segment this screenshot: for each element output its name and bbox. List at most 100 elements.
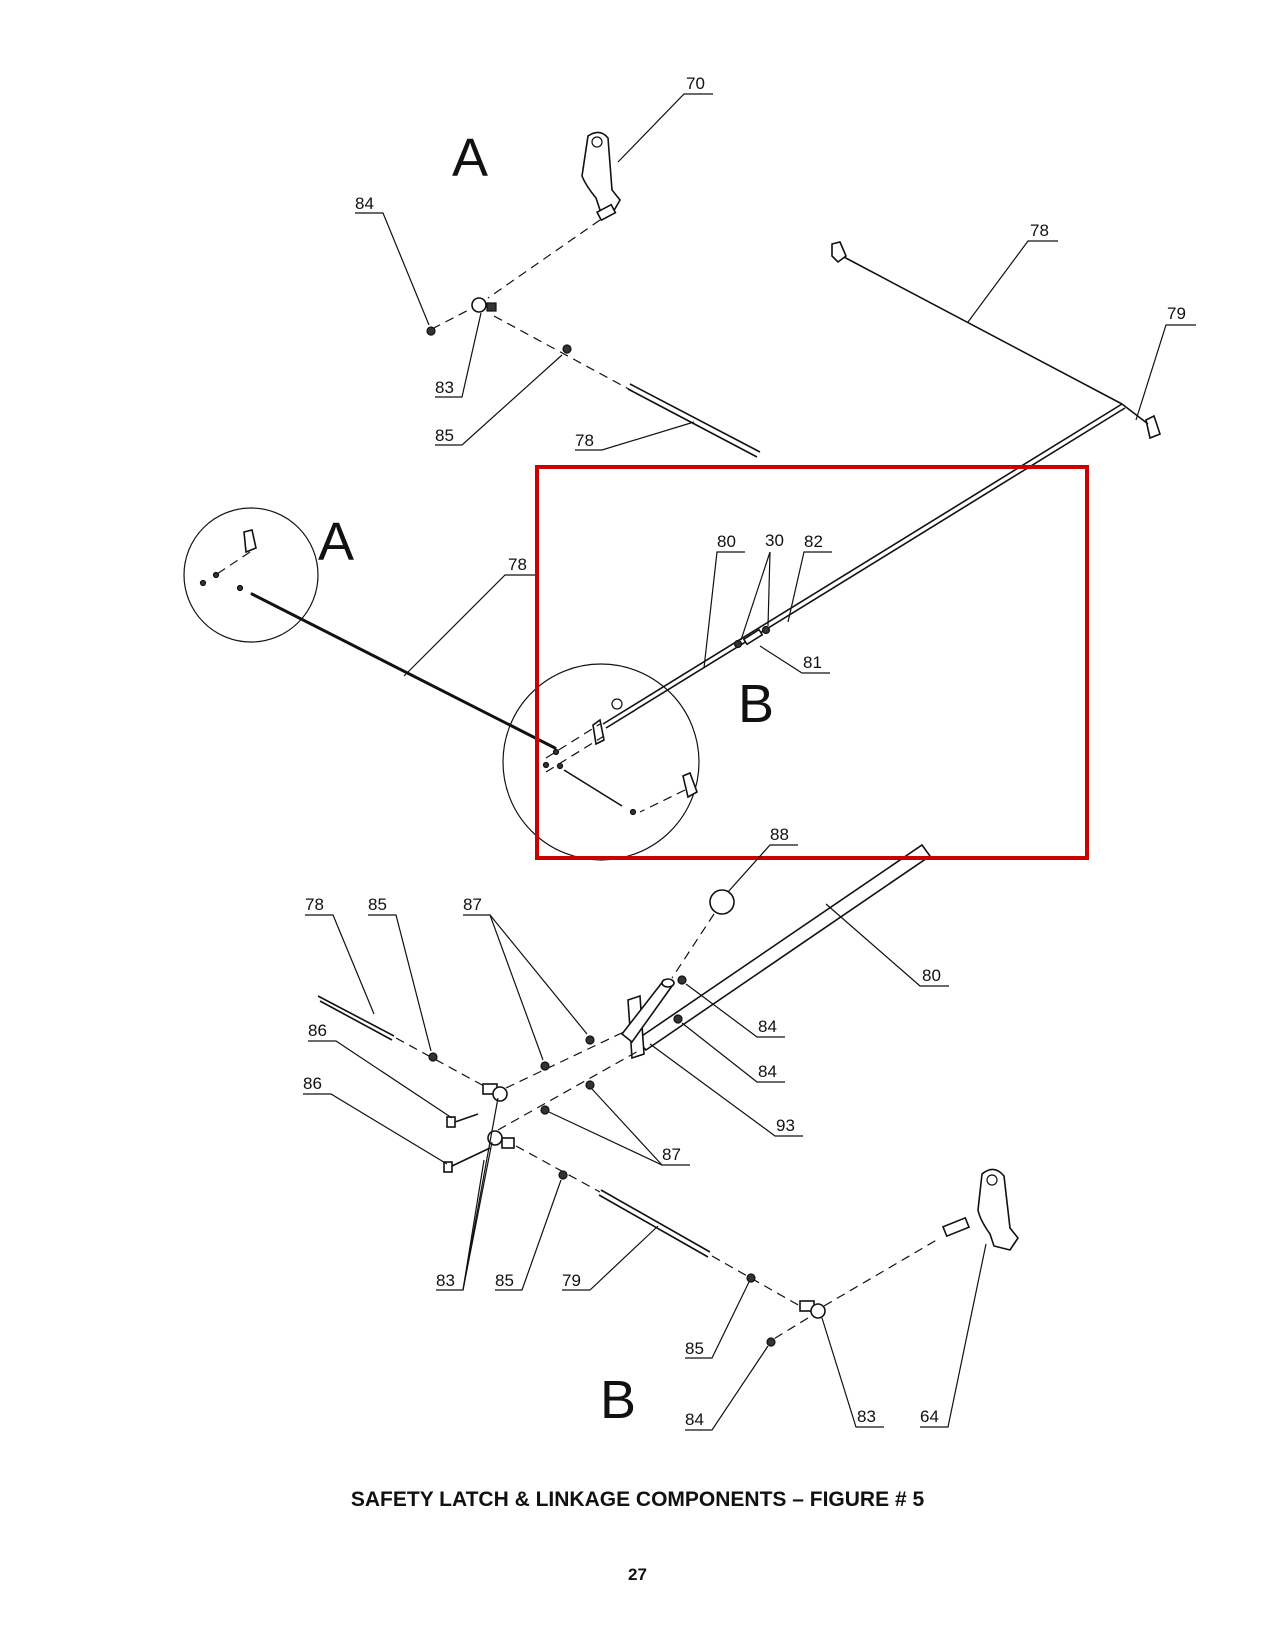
callout-78-top: 78: [575, 431, 594, 450]
rod-78-upper: [841, 255, 1123, 405]
assembly-line: [505, 1029, 629, 1089]
detail-b-bracket-64: [682, 771, 698, 799]
nut-85b: [428, 1052, 438, 1062]
bracket-64-pin: [941, 1216, 971, 1238]
section-label-b-detail: B: [738, 674, 774, 734]
ball-88: [709, 889, 735, 915]
callout-70: 70: [686, 74, 705, 93]
callout-78-left: 78: [508, 555, 527, 574]
detail-b-nut: [542, 761, 550, 769]
callout-86-lower: 86: [303, 1074, 322, 1093]
callout-78-upper: 78: [1030, 221, 1049, 240]
assembly-line: [497, 1049, 641, 1131]
callout-88: 88: [770, 825, 789, 844]
latch-bracket-64: [977, 1168, 1019, 1251]
callout-93: 93: [776, 1116, 795, 1135]
nut-87a: [540, 1061, 550, 1071]
assembly-line: [487, 219, 601, 299]
callout-85-lower-right: 85: [685, 1339, 704, 1358]
nut-84d: [766, 1337, 776, 1347]
detail-a-dash: [213, 551, 251, 577]
spacer-30: [733, 639, 743, 649]
rod-78-lower: [317, 995, 395, 1037]
callout-84: 84: [355, 194, 374, 213]
bolt-86a-head: [446, 1116, 456, 1128]
rod-end-link: [1121, 403, 1149, 425]
callout-84-lever-lower: 84: [758, 1062, 777, 1081]
end-bracket-79: [1145, 414, 1161, 440]
bracket-hole: [591, 136, 603, 148]
highlight-box: [535, 465, 1089, 860]
detail-a-bracket: [243, 529, 257, 554]
assembly-line: [711, 1255, 801, 1307]
detail-b-nut: [552, 748, 560, 756]
nut-87d: [585, 1080, 595, 1090]
detail-a-nut: [199, 579, 207, 587]
callout-64: 64: [920, 1407, 939, 1426]
callouts: 70 84 83 85 78 78 79 78 80 30 82 81 88 7…: [303, 74, 1196, 1431]
rod-79-lower: [600, 1189, 711, 1253]
assembly-line: [395, 1037, 485, 1087]
detail-a-nut: [212, 571, 220, 579]
callout-86-upper: 86: [308, 1021, 327, 1040]
lever-knob: [661, 978, 675, 988]
bolt-86b: [451, 1147, 491, 1167]
rod-80-lower-edge: [605, 407, 1126, 729]
assembly-line: [823, 1237, 941, 1307]
sleeve-81: [742, 628, 764, 646]
assembly-line: [771, 1317, 809, 1341]
detail-b-bracket: [592, 718, 605, 746]
rod-end-eye-right: [810, 1303, 826, 1319]
section-label-a-detail: A: [318, 512, 354, 572]
section-label-b-bottom: B: [600, 1370, 636, 1430]
callout-30: 30: [765, 531, 784, 550]
rod-80-upper-edge: [602, 403, 1123, 725]
rod-78-stub: [629, 383, 761, 453]
detail-a-nut: [236, 584, 244, 592]
bolt-86b-head: [443, 1161, 453, 1173]
nut-87b: [585, 1035, 595, 1045]
nut-84b: [677, 975, 687, 985]
nut-85d: [746, 1273, 756, 1283]
detail-a-circle: [183, 507, 319, 643]
detail-b-circle: [502, 663, 700, 861]
callout-80-upper: 80: [717, 532, 736, 551]
callout-83: 83: [435, 378, 454, 397]
rod-79-lower-edge: [598, 1194, 709, 1258]
nut-85c: [558, 1170, 568, 1180]
rod-end-83: [471, 297, 487, 313]
callout-84-lever-upper: 84: [758, 1017, 777, 1036]
callout-78-lower: 78: [305, 895, 324, 914]
rod-78-lower-edge: [319, 1000, 393, 1041]
callout-85-lower-left: 85: [368, 895, 387, 914]
bracket-pin: [595, 203, 617, 222]
callout-85-lower: 85: [495, 1271, 514, 1290]
nut-85: [562, 344, 572, 354]
bracket-64-hole: [986, 1174, 998, 1186]
callout-87-upper: 87: [463, 895, 482, 914]
nut-84: [426, 326, 436, 336]
page-number: 27: [628, 1565, 647, 1584]
assembly-line: [515, 1145, 601, 1193]
callout-80-lower: 80: [922, 966, 941, 985]
detail-b-exploded: B: [317, 843, 1019, 1430]
callout-83-lower-right: 83: [857, 1407, 876, 1426]
callout-79-upper: 79: [1167, 304, 1186, 323]
detail-b-nut: [629, 808, 637, 816]
callout-85: 85: [435, 426, 454, 445]
callout-81: 81: [803, 653, 822, 672]
spacer-30b: [761, 625, 771, 635]
assembly-line: [493, 315, 637, 394]
callout-83-lower-left: 83: [436, 1271, 455, 1290]
rod-end-83-lower: [501, 1137, 515, 1149]
callout-84-lower: 84: [685, 1410, 704, 1429]
callout-79-lower: 79: [562, 1271, 581, 1290]
assembly-line: [671, 913, 715, 979]
detail-b-dash: [639, 789, 686, 813]
detail-b-rod-79: [563, 769, 623, 807]
callout-87-lower: 87: [662, 1145, 681, 1164]
rod-end-eye-upper: [492, 1086, 508, 1102]
nut-87c: [540, 1105, 550, 1115]
rod-78-left: [250, 592, 557, 750]
